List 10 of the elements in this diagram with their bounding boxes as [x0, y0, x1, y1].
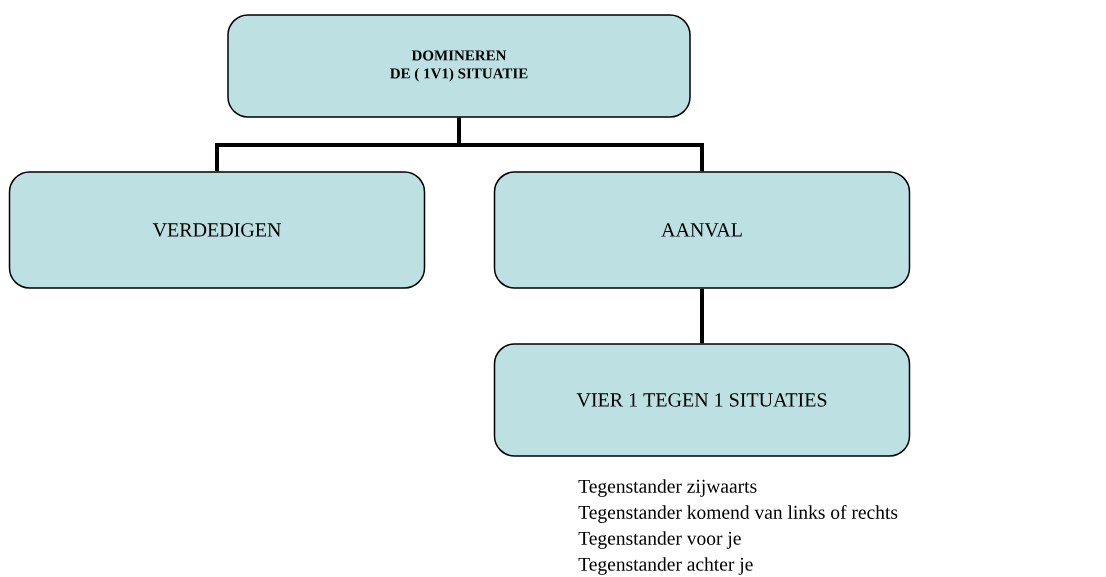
list-item: Tegenstander komend van links of rechts: [578, 505, 898, 523]
process-box: AANVAL: [493, 171, 911, 289]
list-item: Tegenstander voor je: [578, 531, 741, 549]
connector-line: [457, 117, 704, 172]
process-box: DOMINEREN DE ( 1V1) SITUATIE: [227, 14, 691, 118]
process-box: VIER 1 TEGEN 1 SITUATIES: [493, 343, 911, 457]
process-box: VERDEDIGEN: [8, 171, 426, 289]
list-item: Tegenstander achter je: [578, 557, 753, 575]
connector-line: [700, 288, 704, 344]
list-item: Tegenstander zijwaarts: [578, 479, 757, 497]
